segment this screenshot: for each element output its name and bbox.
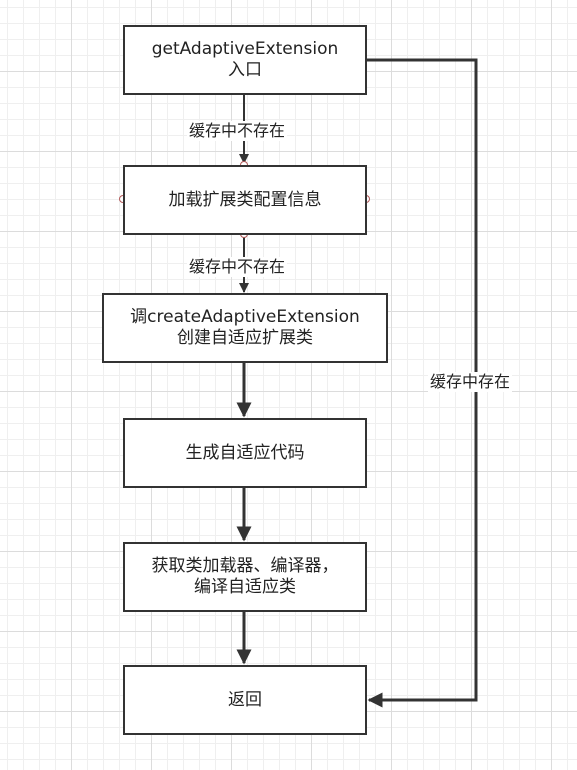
node-entry-line1: getAdaptiveExtension bbox=[151, 39, 339, 59]
node-generate-line1: 生成自适应代码 bbox=[185, 442, 305, 463]
node-create-line2: 创建自适应扩展类 bbox=[177, 328, 313, 348]
node-load[interactable]: 加载扩展类配置信息 bbox=[123, 165, 367, 235]
node-generate[interactable]: 生成自适应代码 bbox=[123, 418, 367, 488]
node-load-line1: 加载扩展类配置信息 bbox=[168, 189, 322, 210]
node-entry[interactable]: getAdaptiveExtension 入口 bbox=[123, 25, 367, 95]
node-compile-line2: 编译自适应类 bbox=[194, 577, 296, 597]
edge-label-not-in-cache-2: 缓存中不存在 bbox=[187, 257, 288, 277]
node-compile[interactable]: 获取类加载器、编译器， 编译自适应类 bbox=[123, 542, 367, 612]
edge-label-in-cache: 缓存中存在 bbox=[428, 372, 513, 392]
node-create-line1: 调createAdaptiveExtension bbox=[130, 307, 360, 327]
edge-label-not-in-cache-1: 缓存中不存在 bbox=[187, 121, 288, 141]
node-return-line1: 返回 bbox=[228, 689, 262, 710]
node-compile-line1: 获取类加载器、编译器， bbox=[151, 556, 339, 576]
node-return[interactable]: 返回 bbox=[123, 665, 367, 735]
node-entry-line2: 入口 bbox=[228, 60, 262, 80]
node-create[interactable]: 调createAdaptiveExtension 创建自适应扩展类 bbox=[102, 293, 388, 363]
